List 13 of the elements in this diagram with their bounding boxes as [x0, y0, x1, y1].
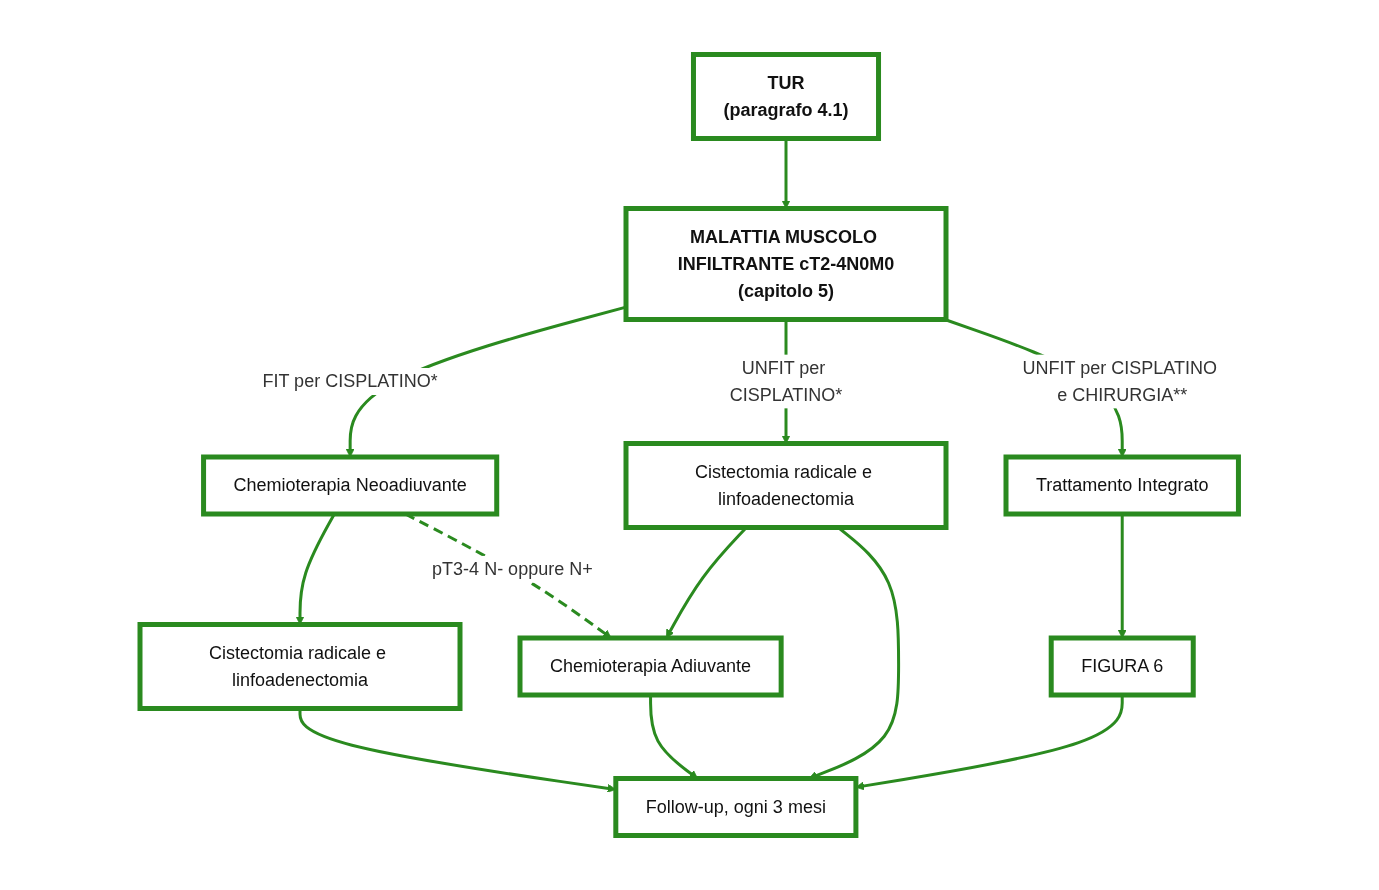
- node-box: Cistectomia radicale e linfoadenectomia: [137, 622, 463, 711]
- node-box: Follow-up, ogni 3 mesi: [613, 776, 859, 838]
- edge-label: UNFIT per CISPLATINO*: [729, 357, 843, 405]
- edge-label: FIT per CISPLATINO*: [262, 371, 439, 391]
- node-box: TUR (paragrafo 4.1): [691, 52, 882, 141]
- node-box: Chemioterapia Adiuvante: [517, 635, 784, 698]
- edge-label: pT3-4 N- oppure N+: [432, 558, 593, 579]
- node-box: Chemioterapia Neoadiuvante: [201, 454, 500, 517]
- node-box: MALATTIA MUSCOLO INFILTRANTE cT2-4N0M0 (capitolo 5): [623, 206, 949, 322]
- node-box: Cistectomia radicale e linfoadenectomia: [623, 441, 949, 530]
- node-box: Trattamento Integrato: [1003, 454, 1242, 517]
- edge-label: UNFIT per CISPLATINO e CHIRURGIA**: [1022, 357, 1218, 405]
- node-box: FIGURA 6: [1049, 635, 1196, 698]
